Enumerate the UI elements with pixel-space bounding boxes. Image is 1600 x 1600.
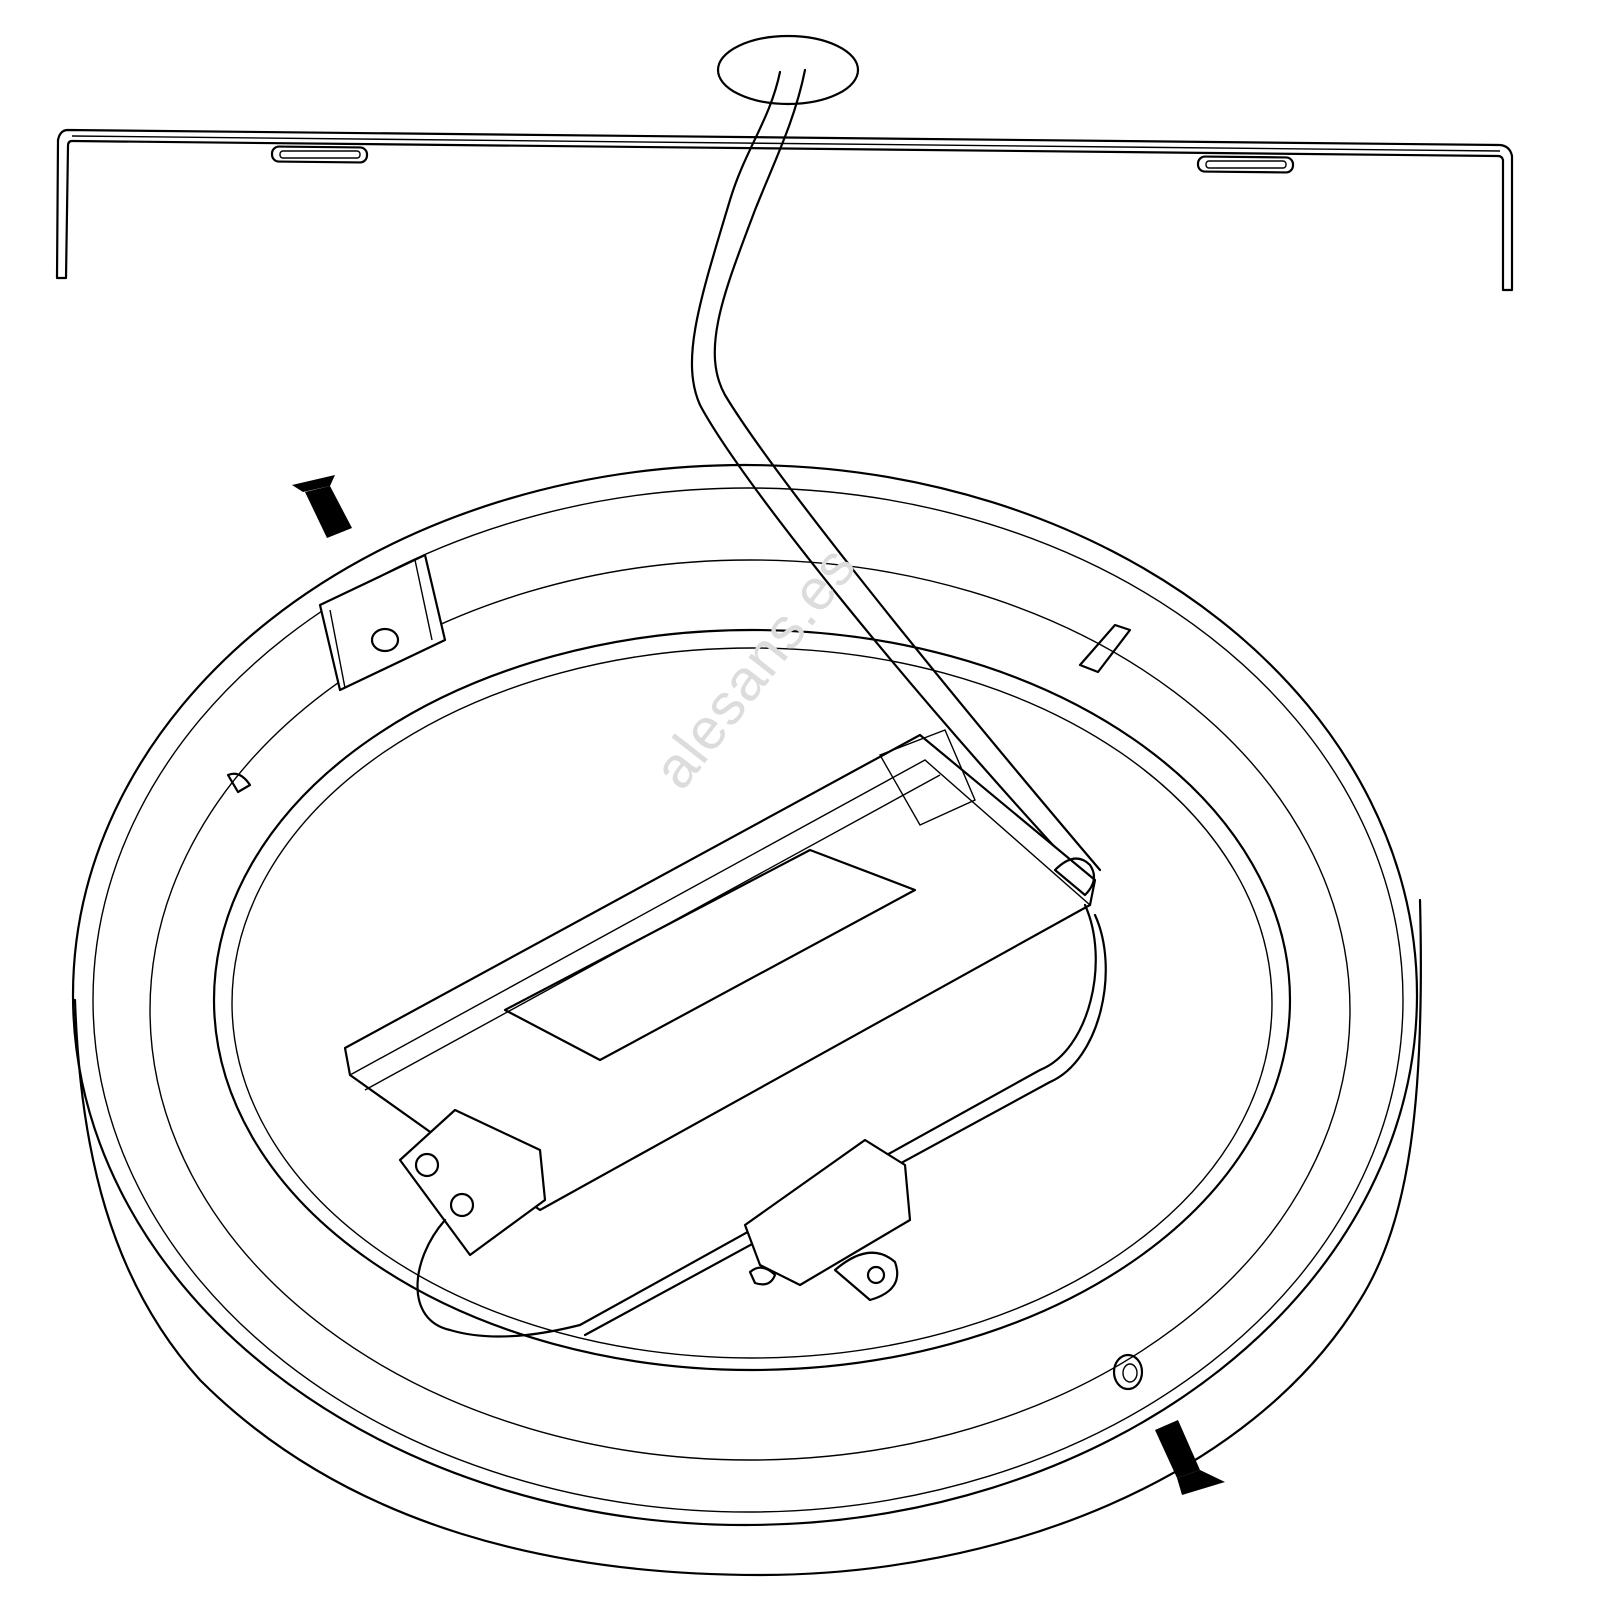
mounting-bracket: [55, 128, 1514, 292]
terminal-block: [416, 903, 1107, 1338]
screw-left: [292, 475, 352, 538]
ceiling-hole: [716, 34, 860, 106]
power-cable: [690, 68, 1102, 882]
outer-ring: [71, 463, 1422, 1577]
base-plate: [212, 628, 1292, 1372]
screw-right: [1155, 1420, 1225, 1495]
led-driver: [343, 729, 1097, 1257]
